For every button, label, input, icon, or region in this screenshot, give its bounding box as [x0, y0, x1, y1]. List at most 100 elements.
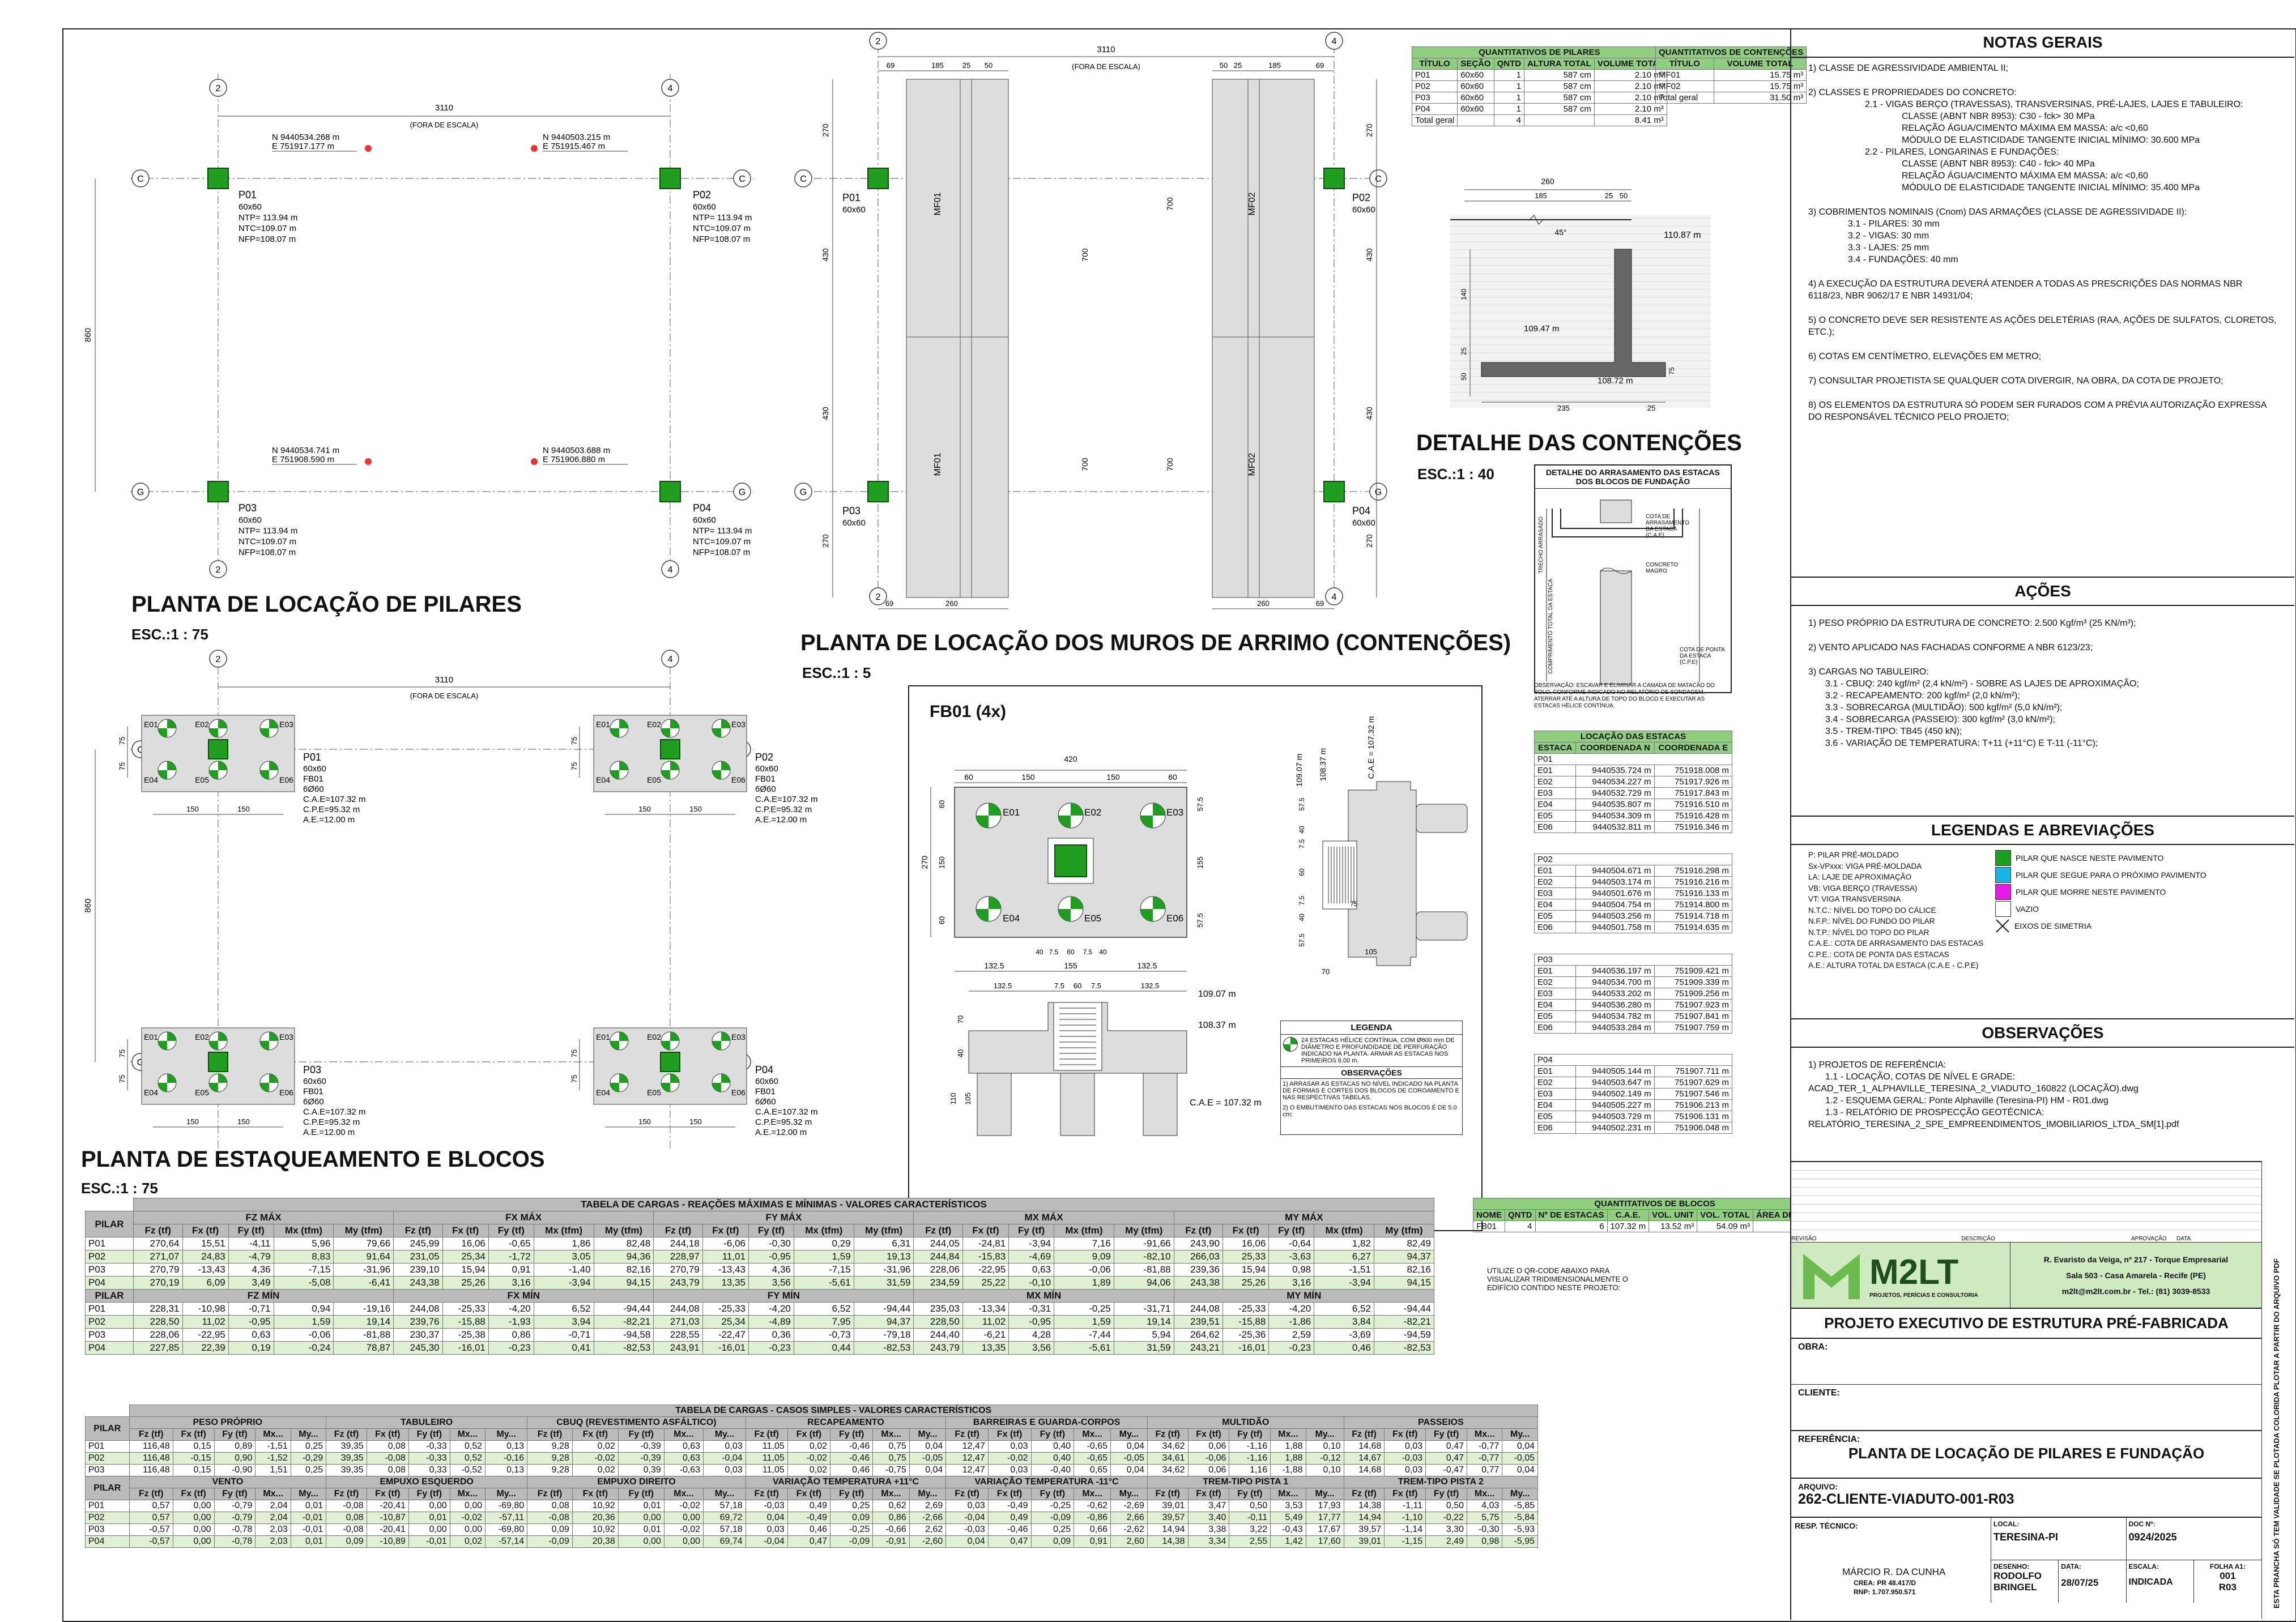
load-sub-header: My (tfm) [853, 1224, 914, 1237]
load-sub-header: Fx (tf) [1222, 1224, 1270, 1237]
load-sub-header: My... [485, 1488, 528, 1500]
arq-value: 262-CLIENTE-VIADUTO-001-R03 [1798, 1491, 2014, 1507]
note-line: RELATÓRIO_TERESINA_2_SPE_EMPREENDIMENTOS… [1808, 1120, 2179, 1129]
locacao-group: P01 [1534, 753, 1732, 765]
q-pilares-cell: 587 cm [1524, 92, 1595, 104]
load-cell: 0,04 [745, 1512, 788, 1524]
axis-bubble [209, 79, 227, 97]
load-cell: 0,10 [1305, 1464, 1344, 1476]
load-cell: 0,00 [172, 1523, 215, 1536]
load-cell: -0,03 [1384, 1452, 1426, 1465]
locacao-cell: E04 [1533, 899, 1577, 911]
q-pilares-cell: 587 cm [1524, 103, 1595, 115]
dim-text: C.P.E=95.32 m [755, 805, 812, 814]
legend-text: VAZIO [2016, 904, 2039, 914]
pilar-square [207, 168, 229, 189]
load-cell: -0,39 [617, 1440, 664, 1453]
plan-estaq-title: PLANTA DE ESTAQUEAMENTO E BLOCOS [81, 1147, 545, 1172]
load-cell: 8,83 [273, 1250, 334, 1264]
pile-label: E05 [195, 1088, 209, 1097]
load-cell: 34,61 [1147, 1452, 1189, 1465]
info-grid: LOCAL:TERESINA-PI DOC Nº:0924/2025 DESEN… [1991, 1518, 2261, 1603]
note-line: 1.3 - RELATÓRIO DE PROSPECÇÃO GEOTÉCNICA… [1825, 1108, 2044, 1117]
load-sub-header: Fy (tf) [1425, 1488, 1468, 1500]
pilar-name: P01 [303, 752, 321, 763]
note-line: 3.2 - RECAPEAMENTO: 200 kgf/m² (2,0 kN/m… [1825, 691, 2020, 701]
q-pilares-header: SEÇÃO [1457, 58, 1494, 70]
q-blocos-note: UTILIZE O QR-CODE ABAIXO PARA VISUALIZAR… [1487, 1266, 1628, 1292]
load-cell: -0,49 [787, 1512, 831, 1524]
load-cell: -0,05 [909, 1452, 947, 1465]
pile-fill-icon [209, 1074, 227, 1092]
legend-item: PILAR QUE NASCE NESTE PAVIMENTO [1995, 850, 2206, 867]
load-cell: -0,08 [366, 1452, 409, 1465]
load-cell: -31,96 [853, 1263, 914, 1277]
load-sub-header: My... [703, 1488, 746, 1500]
q-blocos-title: QUANTITATIVOS DE BLOCOS [1472, 1198, 1837, 1210]
pile-fill-icon [976, 803, 1001, 828]
load-cell: -0,01 [408, 1535, 450, 1548]
dim-text: 75 [1668, 367, 1676, 375]
load-sub-header: Fy (tf) [617, 1488, 664, 1500]
axis-bubble [733, 483, 751, 501]
locacao-cell: E02 [1533, 976, 1577, 988]
load-sub-header: Fz (tf) [393, 1224, 443, 1237]
load-cell: -91,66 [1113, 1237, 1174, 1250]
note-line: 1.2 - ESQUEMA GERAL: Ponte Alphaville (T… [1825, 1096, 2108, 1105]
contencoes-title: DETALHE DAS CONTENÇÕES [1416, 430, 1742, 455]
load-cell: -0,03 [945, 1523, 989, 1536]
load-cell: 57,18 [703, 1500, 746, 1512]
load-cell: -7,15 [793, 1263, 854, 1277]
pile-label: E04 [596, 1088, 610, 1097]
pile-label: E03 [731, 720, 746, 729]
data-label: DATA: [2061, 1563, 2081, 1570]
pile-fill-icon [209, 719, 227, 737]
axis-label: 4 [668, 655, 673, 664]
fb01-obs2: 2) O EMBUTIMENTO DAS ESTACAS NOS BLOCOS … [1283, 1104, 1457, 1118]
load-cell: 0,02 [787, 1440, 831, 1453]
axis-bubble [1369, 483, 1387, 501]
load-sub-header: Mx... [1467, 1428, 1503, 1441]
load-sub-header: Fz (tf) [1343, 1428, 1385, 1441]
pile-symbol-icon [1283, 1037, 1298, 1052]
load-cell: -82,53 [1373, 1341, 1435, 1355]
pile-label: E04 [1003, 913, 1020, 924]
q-pilares-cell: 1 [1493, 69, 1525, 81]
load-cell: 25,26 [1222, 1276, 1270, 1290]
dim-text: NFP=108.07 m [238, 234, 296, 244]
pile-label: E02 [647, 1032, 661, 1042]
dim-text: 150 [186, 805, 199, 813]
dim-text: 235 [1557, 404, 1570, 412]
load-sub-header: Mx (tfm) [793, 1224, 854, 1237]
load-cell: -0,46 [830, 1440, 874, 1453]
pilar-square [660, 1052, 680, 1072]
pilar-color-swatch-icon [1995, 850, 2011, 866]
dim-text: FB01 [755, 774, 776, 784]
level-text: C.A.E = 107.32 m [1366, 716, 1375, 779]
dim-text: 25 [1234, 61, 1242, 70]
load-cell: -0,66 [872, 1523, 910, 1536]
load-cell: 14,67 [1343, 1452, 1385, 1465]
dim-text: 150 [938, 856, 946, 869]
pilar-name: P02 [693, 189, 711, 200]
locacao-group: P02 [1534, 853, 1732, 865]
cargas1-wrap: TABELA DE CARGAS - REAÇÕES MÁXIMAS E MÍN… [84, 1198, 1435, 1355]
load-cell: -0,11 [1229, 1512, 1271, 1524]
load-cell: 243,90 [1173, 1237, 1224, 1250]
load-cell: 2,62 [909, 1523, 947, 1536]
load-sub-header: Mx... [449, 1428, 486, 1441]
dim-text: 185 [931, 61, 944, 70]
level-text: 109.07 m [1198, 989, 1236, 999]
q-pilares-title: QUANTITATIVOS DE PILARES [1412, 46, 1667, 58]
dim-text: 132.5 [984, 961, 1004, 970]
load-cell: 11,05 [745, 1464, 788, 1476]
coord-e: E 751906.880 m [543, 455, 605, 464]
dim-text: 75 [118, 1075, 126, 1083]
dim-text: 40 [1298, 914, 1306, 921]
arrasamento-label-magro: CONCRETO MAGRO [1646, 562, 1679, 574]
